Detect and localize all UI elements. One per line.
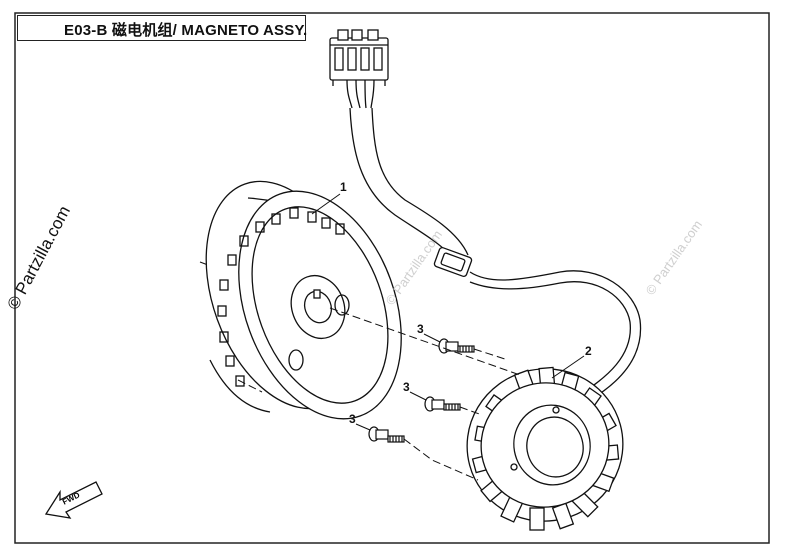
flywheel-rotor	[199, 180, 402, 420]
fwd-arrow-icon	[44, 481, 103, 519]
callout-bolt-a: 3	[417, 322, 424, 336]
bolt-c	[368, 426, 405, 443]
callout-stator: 2	[585, 344, 592, 358]
callout-bolt-b: 3	[403, 380, 410, 394]
callout-flywheel: 1	[340, 180, 347, 194]
bolt-a	[438, 338, 475, 354]
page-border	[14, 12, 770, 544]
bolts	[368, 338, 475, 443]
title-box: E03-B 磁电机组/ MAGNETO ASSY.	[17, 15, 308, 41]
stator-coil	[466, 366, 624, 531]
assembly-lines	[237, 307, 521, 481]
bolt-b	[424, 396, 461, 412]
callout-bolt-c: 3	[349, 412, 356, 426]
leader-lines	[311, 193, 585, 431]
wire-connector	[329, 29, 389, 86]
wire-harness	[346, 79, 642, 401]
page-title: E03-B 磁电机组/ MAGNETO ASSY.	[64, 22, 308, 39]
